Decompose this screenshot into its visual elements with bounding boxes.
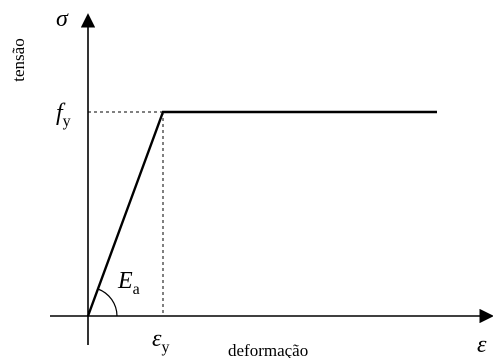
stress-strain-curve <box>86 110 437 317</box>
yield-strain-base: ε <box>152 326 162 352</box>
x-axis-label: deformação <box>228 341 308 358</box>
y-axis-label: tensão <box>9 38 28 81</box>
modulus-base: E <box>117 268 133 294</box>
yield-stress-label: fy <box>56 100 71 130</box>
modulus-angle-arc <box>97 288 118 317</box>
yield-strain-sub: y <box>161 339 169 356</box>
yield-stress-sub: y <box>63 113 71 130</box>
y-axis-symbol: σ <box>56 6 69 32</box>
yield-stress-base: f <box>56 100 66 126</box>
yield-strain-label: εy <box>152 326 169 356</box>
x-axis-symbol: ε <box>477 332 487 358</box>
modulus-label: Ea <box>117 268 140 298</box>
modulus-sub: a <box>133 281 140 298</box>
